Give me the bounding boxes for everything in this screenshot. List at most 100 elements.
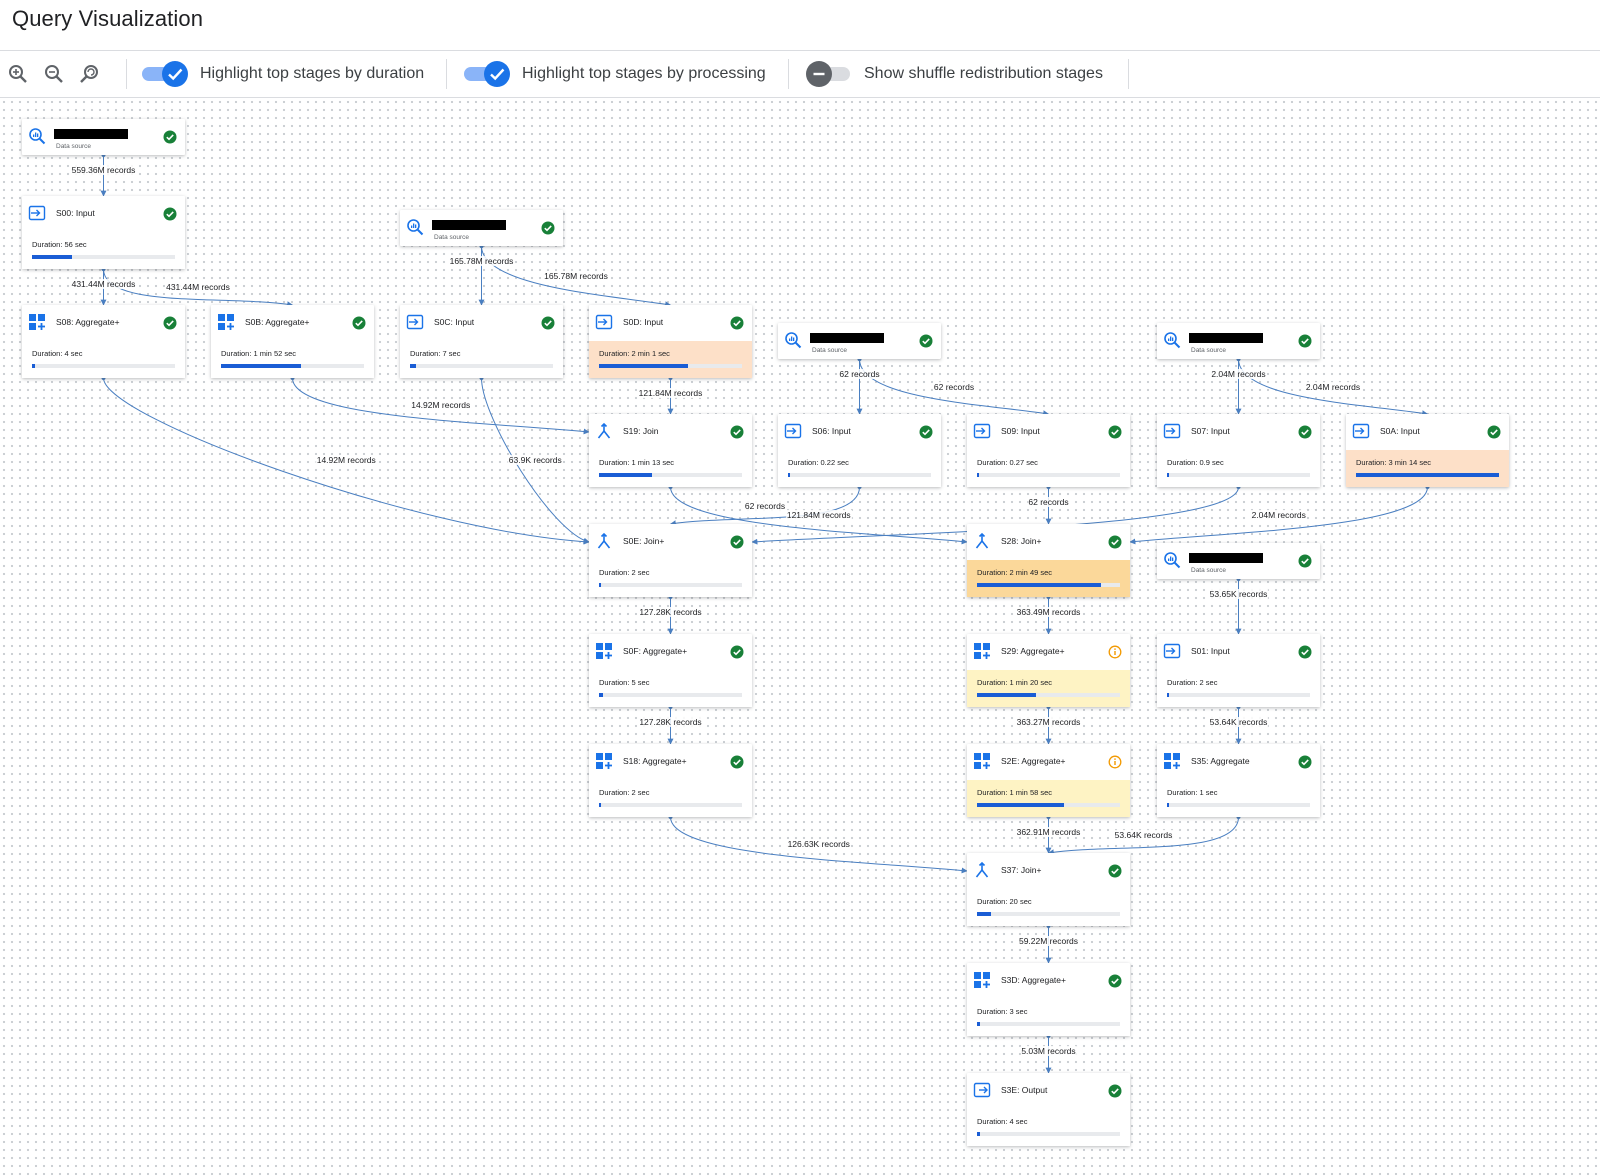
success-check-icon (730, 535, 744, 549)
redacted-table-name (1189, 553, 1263, 563)
stage-node-s0e[interactable]: S0E: Join+ Duration: 2 sec (589, 524, 752, 597)
stage-duration: Duration: 4 sec (32, 349, 83, 358)
data-source-node[interactable]: tData source (1157, 543, 1320, 579)
toggle-highlight-processing-label: Highlight top stages by processing (522, 65, 766, 82)
edge-label: 363.49M records (1015, 607, 1082, 617)
duration-bar-fill (410, 364, 416, 368)
duration-bar-fill (599, 473, 652, 477)
stage-node-s01[interactable]: S01: Input Duration: 2 sec (1157, 634, 1320, 707)
stage-duration-panel: Duration: 4 sec (22, 341, 185, 378)
edge-label: 431.44M records (165, 282, 231, 292)
stage-name: S0A: Input (1380, 426, 1420, 436)
duration-bar (599, 803, 742, 807)
stage-node-s28[interactable]: S28: Join+ Duration: 2 min 49 sec (967, 524, 1130, 597)
zoom-in-icon[interactable] (6, 62, 30, 86)
stage-duration: Duration: 3 min 14 sec (1356, 458, 1432, 467)
stage-duration: Duration: 1 min 20 sec (977, 678, 1053, 687)
duration-bar (977, 583, 1120, 587)
stage-node-s06[interactable]: S06: Input Duration: 0.22 sec (778, 414, 941, 487)
stage-duration-panel: Duration: 3 min 14 sec (1346, 450, 1509, 487)
node-subtitle: Data source (1191, 347, 1227, 354)
page-title: Query Visualization (12, 6, 204, 31)
edge-label: 2.04M records (1250, 509, 1307, 520)
stage-name: S0E: Join+ (623, 536, 665, 546)
stage-node-s18[interactable]: S18: Aggregate+ Duration: 2 sec (589, 744, 752, 817)
success-check-icon (730, 755, 744, 769)
edge-label: 2.04M records (1304, 381, 1362, 392)
data-source-node[interactable]: Data source (400, 210, 563, 246)
stage-name: S37: Join+ (1001, 865, 1042, 875)
stage-node-s0d[interactable]: S0D: Input Duration: 2 min 1 sec (589, 305, 752, 378)
zoom-reset-icon[interactable] (78, 62, 102, 86)
edge-label: 127.28K records (638, 717, 703, 727)
duration-bar (977, 912, 1120, 916)
success-check-icon (1108, 974, 1122, 988)
stage-node-s00[interactable]: S00: Input Duration: 56 sec (22, 196, 185, 269)
stage-node-s35[interactable]: S35: Aggregate Duration: 1 sec (1157, 744, 1320, 817)
success-check-icon (1108, 535, 1122, 549)
stage-node-s09[interactable]: S09: Input Duration: 0.27 sec (967, 414, 1130, 487)
stage-node-s37[interactable]: S37: Join+ Duration: 20 sec (967, 853, 1130, 926)
duration-bar-fill (599, 583, 601, 587)
duration-bar-fill (977, 912, 992, 916)
stage-name: S29: Aggregate+ (1001, 646, 1065, 656)
success-check-icon (352, 316, 366, 330)
stage-duration-panel: Duration: 1 sec (1157, 780, 1320, 817)
stage-duration: Duration: 0.9 sec (1167, 458, 1224, 467)
stage-duration-panel: Duration: 20 sec (967, 889, 1130, 926)
toolbar-separator (126, 59, 127, 89)
duration-bar-fill (32, 364, 35, 368)
node-subtitle: Data source (434, 234, 470, 241)
stage-duration-panel: Duration: 5 sec (589, 670, 752, 707)
stage-name: S07: Input (1191, 426, 1230, 436)
minus-icon (813, 72, 825, 76)
stage-node-s29[interactable]: S29: Aggregate+ Duration: 1 min 20 sec (967, 634, 1130, 707)
stage-duration-panel: Duration: 2 sec (589, 780, 752, 817)
duration-bar-fill (599, 364, 688, 368)
redacted-table-name (1189, 333, 1263, 343)
edge-label: 127.28K records (638, 607, 703, 617)
toolbar-separator (1128, 59, 1129, 89)
stage-node-s0f[interactable]: S0F: Aggregate+ Duration: 5 sec (589, 634, 752, 707)
graph-canvas[interactable] (0, 98, 1600, 1176)
duration-bar-fill (977, 1132, 980, 1136)
success-check-icon (1487, 425, 1501, 439)
stage-duration: Duration: 0.22 sec (788, 458, 849, 467)
data-source-node[interactable]: Data source (1157, 323, 1320, 359)
stage-node-s08[interactable]: S08: Aggregate+ Duration: 4 sec (22, 305, 185, 378)
edge-label: 5.03M records (1020, 1046, 1077, 1056)
data-source-node[interactable]: Data source (22, 119, 185, 155)
edge-label: 121.84M records (637, 388, 704, 398)
zoom-out-icon[interactable] (42, 62, 66, 86)
success-check-icon (541, 221, 555, 235)
duration-bar (1167, 473, 1310, 477)
stage-node-s3d[interactable]: S3D: Aggregate+ Duration: 3 sec (967, 963, 1130, 1036)
stage-node-s0a[interactable]: S0A: Input Duration: 3 min 14 sec (1346, 414, 1509, 487)
success-check-icon (163, 130, 177, 144)
stage-duration-panel: Duration: 2 min 49 sec (967, 560, 1130, 597)
stage-node-s0b[interactable]: S0B: Aggregate+ Duration: 1 min 52 sec (211, 305, 374, 378)
node-subtitle: Data source (1191, 567, 1227, 574)
stage-node-s19[interactable]: S19: Join Duration: 1 min 13 sec (589, 414, 752, 487)
stage-node-s0c[interactable]: S0C: Input Duration: 7 sec (400, 305, 563, 378)
data-source-node[interactable]: Data source (778, 323, 941, 359)
stage-duration: Duration: 1 sec (1167, 788, 1218, 797)
success-check-icon (1298, 334, 1312, 348)
stage-name: S19: Join (623, 426, 659, 436)
toolbar-separator (788, 59, 789, 89)
stage-node-s3e[interactable]: S3E: Output Duration: 4 sec (967, 1073, 1130, 1146)
edge-label: 62 records (838, 369, 881, 379)
stage-duration-panel: Duration: 0.9 sec (1157, 450, 1320, 487)
stage-duration: Duration: 2 min 1 sec (599, 349, 670, 358)
duration-bar-fill (599, 693, 604, 697)
stage-duration-panel: Duration: 7 sec (400, 341, 563, 378)
stage-name: S0F: Aggregate+ (623, 646, 688, 656)
success-check-icon (1108, 425, 1122, 439)
duration-bar (221, 364, 364, 368)
stage-duration: Duration: 1 min 58 sec (977, 788, 1053, 797)
success-check-icon (163, 316, 177, 330)
stage-node-s07[interactable]: S07: Input Duration: 0.9 sec (1157, 414, 1320, 487)
stage-node-s2e[interactable]: S2E: Aggregate+ Duration: 1 min 58 sec (967, 744, 1130, 817)
success-check-icon (541, 316, 555, 330)
edge-label: 62 records (743, 500, 787, 511)
